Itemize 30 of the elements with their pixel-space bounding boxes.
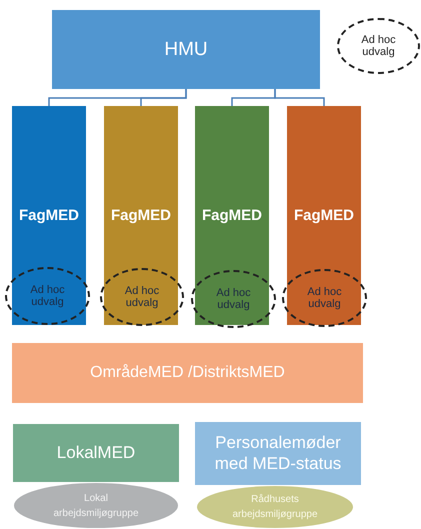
org-box bbox=[13, 424, 179, 482]
org-box bbox=[12, 106, 86, 325]
org-box bbox=[12, 343, 363, 403]
node-label: Ad hoc udvalg bbox=[306, 286, 343, 310]
org-box bbox=[104, 106, 178, 325]
node-label: FagMED bbox=[18, 207, 80, 224]
node-label: FagMED bbox=[201, 207, 263, 224]
node-label: FagMED bbox=[110, 207, 172, 224]
dashed-ellipse bbox=[5, 267, 90, 325]
dashed-ellipse bbox=[337, 18, 420, 74]
node-label: Ad hoc udvalg bbox=[360, 34, 397, 58]
dashed-ellipse bbox=[100, 268, 184, 326]
dashed-ellipse bbox=[191, 270, 276, 328]
org-box bbox=[195, 106, 269, 325]
node-label: FagMED bbox=[293, 207, 355, 224]
node-label: Personalemøder med MED-status bbox=[214, 433, 342, 474]
org-box bbox=[195, 422, 361, 485]
org-box bbox=[287, 106, 361, 325]
connector-line bbox=[274, 89, 325, 106]
node-label: HMU bbox=[163, 38, 209, 60]
node-label: Ad hoc udvalg bbox=[29, 284, 66, 308]
connector-line bbox=[140, 89, 187, 106]
dashed-ellipse bbox=[282, 269, 367, 327]
node-label: Lokal arbejdsmiljøgruppe bbox=[52, 492, 140, 520]
node-label: OmrådeMED /DistriktsMED bbox=[89, 364, 286, 382]
node-label: Ad hoc udvalg bbox=[215, 287, 252, 311]
node-label: Rådhusets arbejdsmiljøgruppe bbox=[231, 493, 319, 522]
node-label: Ad hoc udvalg bbox=[124, 285, 160, 309]
node-label: LokalMED bbox=[56, 443, 136, 463]
org-box bbox=[52, 10, 320, 89]
